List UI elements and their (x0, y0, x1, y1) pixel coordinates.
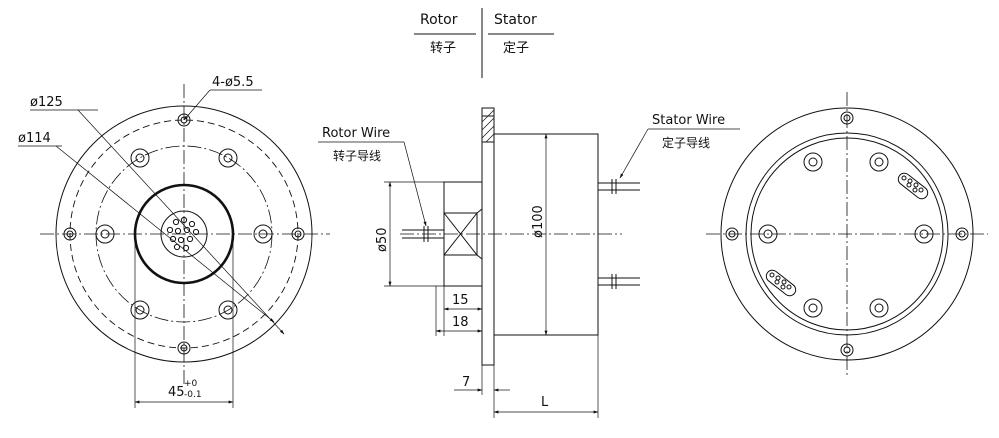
dim-L: L (541, 395, 549, 410)
stator-wire-label-cn: 定子导线 (662, 135, 710, 150)
rotor-wire-label-cn: 转子导线 (333, 148, 381, 163)
dim-dia-100: ø100 (531, 205, 546, 238)
back-screws (758, 152, 934, 318)
front-bolt-circle (69, 119, 299, 349)
back-stator-body (745, 132, 949, 336)
front-rotor-shaft (133, 183, 235, 285)
dim-7: 7 (462, 375, 470, 390)
back-view (706, 92, 988, 376)
front-outer-flange (55, 105, 313, 363)
outer-dia-label: ø125 (30, 95, 63, 110)
side-rotor-wires (402, 226, 444, 242)
holes-label: 4-ø5.5 (212, 75, 254, 90)
back-wire-port-upper (897, 172, 929, 200)
back-mounting-holes (725, 111, 969, 357)
stator-wire-label-en: Stator Wire (652, 113, 725, 128)
legend-rotor-cn: 转子 (430, 41, 456, 56)
shaft-dim-tol-upper: +0 (184, 379, 198, 389)
bolt-circle-label: ø114 (18, 131, 51, 146)
back-wire-port-lower (765, 269, 797, 297)
legend-stator-en: Stator (494, 12, 537, 28)
legend-stator-cn: 定子 (503, 41, 529, 56)
side-view: Rotor Wire 转子导线 Stator Wire 定子导线 ø50 ø10… (318, 107, 740, 418)
back-outer-flange (720, 107, 974, 361)
shaft-dim-main: 45 (168, 385, 185, 400)
shaft-dim-tol-lower: -0.1 (184, 390, 202, 400)
front-wire-pins (166, 216, 200, 252)
dim-dia-50: ø50 (375, 228, 390, 253)
front-screws (95, 148, 273, 320)
dim-15: 15 (452, 293, 469, 308)
rotor-stator-legend: Rotor 转子 Stator 定子 (414, 8, 554, 78)
rotor-wire-label-en: Rotor Wire (322, 126, 390, 141)
front-view: 4-ø5.5 ø125 ø114 45 +0 -0.1 (18, 75, 330, 408)
legend-rotor-en: Rotor (420, 12, 458, 28)
side-flange (481, 115, 495, 366)
side-stator-wires (598, 179, 640, 289)
dim-18: 18 (452, 315, 469, 330)
